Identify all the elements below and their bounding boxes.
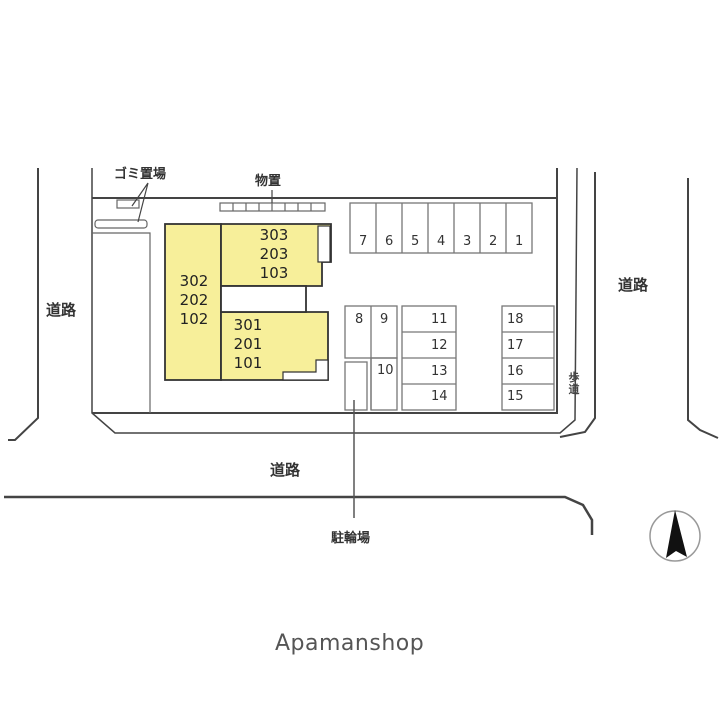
parking-space-11: 11 bbox=[431, 312, 448, 327]
sidewalk-label: 歩道 bbox=[568, 371, 580, 396]
parking-space-12: 12 bbox=[431, 338, 448, 353]
unit-label: 301 bbox=[233, 316, 263, 334]
garbage-box-1 bbox=[116, 199, 140, 209]
parking-space-7: 7 bbox=[359, 234, 368, 249]
brand-watermark: Apamanshop bbox=[275, 631, 425, 656]
unit-label: 203 bbox=[259, 245, 289, 263]
parking-space-1: 1 bbox=[515, 234, 524, 249]
parking-space-10: 10 bbox=[377, 363, 394, 378]
parking-top-row bbox=[349, 202, 533, 254]
parking-space-15: 15 bbox=[507, 389, 524, 404]
north-arrow-icon bbox=[649, 510, 701, 562]
parking-space-14: 14 bbox=[431, 389, 448, 404]
storage-sheds bbox=[219, 190, 326, 212]
bottom-road-label: 道路 bbox=[270, 461, 301, 479]
left-road-label: 道路 bbox=[46, 301, 77, 319]
parking-space-13: 13 bbox=[431, 364, 448, 379]
unit-label: 101 bbox=[233, 354, 263, 372]
unit-label: 201 bbox=[233, 335, 263, 353]
parking-space-5: 5 bbox=[411, 234, 420, 249]
garbage-box-2 bbox=[94, 219, 148, 229]
parking-space-2: 2 bbox=[489, 234, 498, 249]
unit-label: 102 bbox=[179, 310, 209, 328]
units-top-right-wing: 303 203 103 bbox=[254, 226, 294, 283]
unit-label: 202 bbox=[179, 291, 209, 309]
parking-space-9: 9 bbox=[380, 312, 389, 327]
units-bottom-right-wing: 301 201 101 bbox=[228, 316, 268, 373]
apartment-building bbox=[164, 223, 332, 381]
units-left-wing: 302 202 102 bbox=[174, 272, 214, 329]
unit-label: 103 bbox=[259, 264, 289, 282]
bicycle-parking-label: 駐輪場 bbox=[331, 531, 371, 546]
parking-space-6: 6 bbox=[385, 234, 394, 249]
right-road-label: 道路 bbox=[618, 276, 649, 294]
storage-label: 物置 bbox=[255, 174, 282, 189]
parking-space-8: 8 bbox=[355, 312, 364, 327]
parking-space-4: 4 bbox=[437, 234, 446, 249]
parking-space-16: 16 bbox=[507, 364, 524, 379]
parking-space-17: 17 bbox=[507, 338, 524, 353]
garbage-label: ゴミ置場 bbox=[114, 167, 167, 182]
unit-label: 303 bbox=[259, 226, 289, 244]
parking-space-3: 3 bbox=[463, 234, 472, 249]
unit-label: 302 bbox=[179, 272, 209, 290]
parking-space-18: 18 bbox=[507, 312, 524, 327]
left-road-edge bbox=[8, 168, 39, 441]
